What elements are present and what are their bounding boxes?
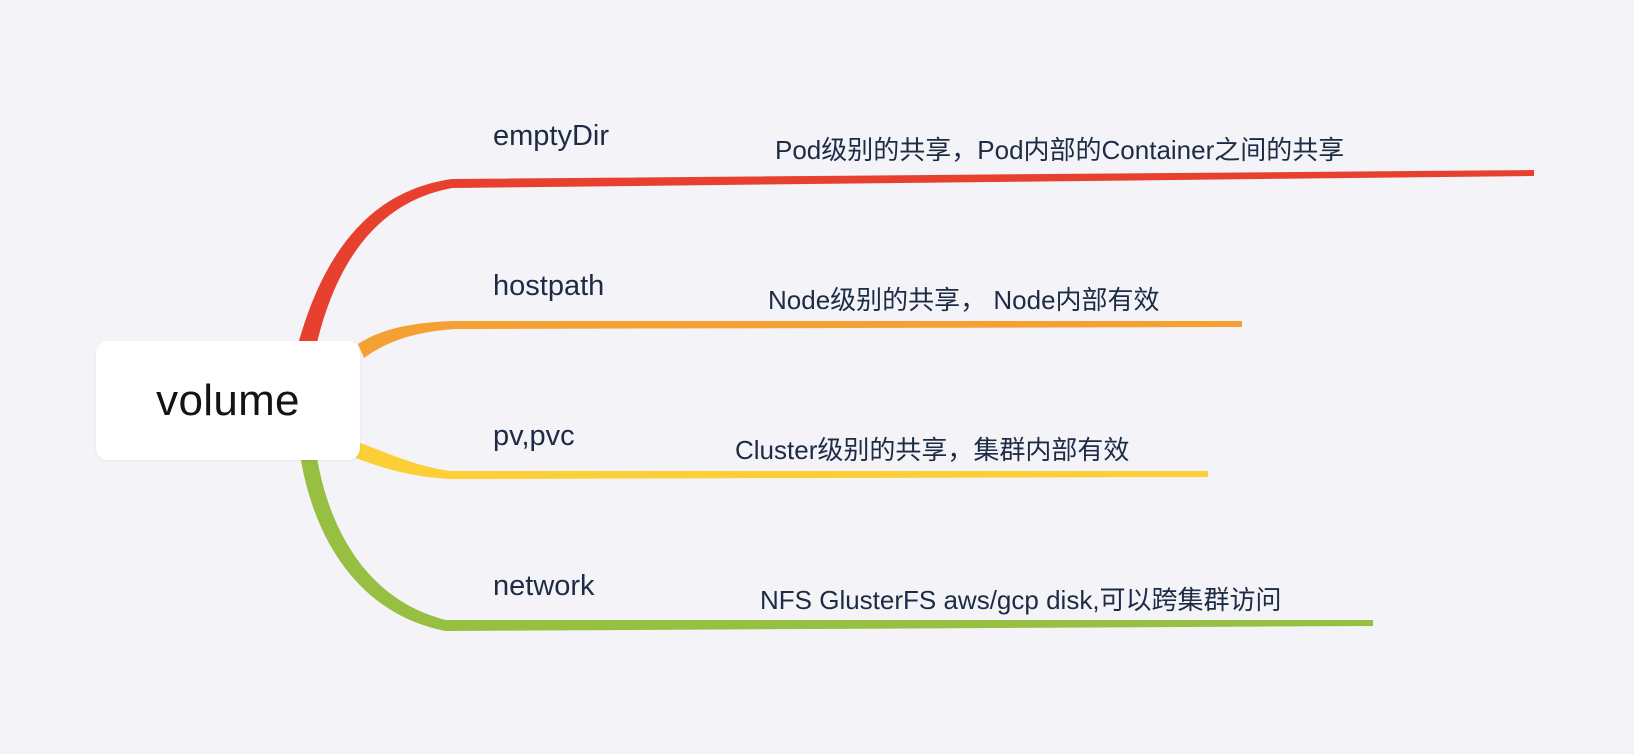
- topic-label-network[interactable]: network: [493, 570, 595, 602]
- topic-note-network[interactable]: NFS GlusterFS aws/gcp disk,可以跨集群访问: [760, 585, 1282, 615]
- topic-note-emptydir[interactable]: Pod级别的共享，Pod内部的Container之间的共享: [775, 135, 1345, 165]
- topic-label-emptydir[interactable]: emptyDir: [493, 120, 610, 152]
- branch-path-emptydir: [296, 170, 1534, 356]
- branch-path-hostpath: [358, 321, 1242, 358]
- topic-note-pv-pvc[interactable]: Cluster级别的共享，集群内部有效: [735, 435, 1130, 465]
- topic-label-pv-pvc[interactable]: pv,pvc: [493, 420, 575, 452]
- topic-note-hostpath[interactable]: Node级别的共享， Node内部有效: [768, 285, 1160, 315]
- root-node-volume[interactable]: volume: [96, 341, 360, 460]
- topic-label-hostpath[interactable]: hostpath: [493, 270, 605, 302]
- root-node-label: volume: [156, 375, 300, 425]
